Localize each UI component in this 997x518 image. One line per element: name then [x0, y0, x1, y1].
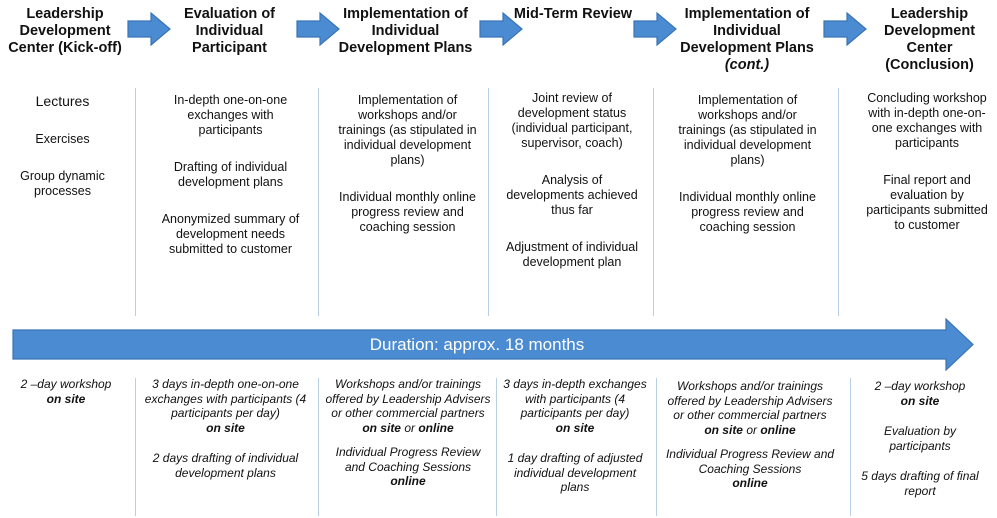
- format-implementation: Workshops and/or trainings offered by Le…: [324, 377, 492, 489]
- format-location: on site: [704, 422, 743, 437]
- activity-item: Exercises: [35, 132, 90, 146]
- step-arrow-2: [296, 12, 340, 46]
- format-text: 2 –day workshop: [20, 377, 112, 391]
- stage-title-main: Implementation of Individual Development…: [680, 6, 814, 56]
- activity-item: Analysis of developments achieved thus f…: [506, 173, 638, 217]
- format-text: Evaluation by participants: [883, 424, 957, 453]
- step-arrow-4: [633, 12, 677, 46]
- format-evaluation: 3 days in-depth one-on-one exchanges wit…: [143, 377, 308, 480]
- format-midterm: 3 days in-depth exchanges with participa…: [500, 377, 650, 495]
- format-text: 5 days drafting of final report: [861, 469, 979, 498]
- format-text: Individual Progress Review and Coaching …: [335, 445, 481, 474]
- stage-title-midterm: Mid-Term Review: [513, 6, 633, 22]
- format-text: 3 days in-depth exchanges with participa…: [503, 377, 647, 420]
- duration-label: Duration: approx. 18 months: [369, 335, 585, 354]
- activity-item: In-depth one-on-one exchanges with parti…: [173, 93, 288, 137]
- activities-evaluation: In-depth one-on-one exchanges with parti…: [158, 93, 303, 257]
- duration-arrow: [12, 318, 974, 371]
- divider-bottom-5: [850, 378, 851, 516]
- step-arrow-5: [823, 12, 867, 46]
- step-arrow-1: [127, 12, 171, 46]
- format-location: on site: [362, 420, 401, 435]
- activity-item: Group dynamic processes: [20, 169, 105, 198]
- activities-conclusion: Concluding workshop with in-depth one-on…: [860, 91, 994, 233]
- format-text: 3 days in-depth one-on-one exchanges wit…: [144, 377, 307, 420]
- format-text: 1 day drafting of adjusted individual de…: [507, 451, 643, 494]
- format-kickoff: 2 –day workshop on site: [5, 377, 127, 406]
- stage-title-evaluation: Evaluation of Individual Participant: [183, 6, 276, 56]
- divider-bottom-2: [318, 378, 319, 516]
- divider-bottom-3: [496, 378, 497, 516]
- step-arrow-3: [479, 12, 523, 46]
- activity-item: Adjustment of individual development pla…: [505, 240, 639, 269]
- stage-title-implementation-cont: Implementation of Individual Development…: [672, 6, 822, 74]
- format-location: online: [732, 476, 768, 490]
- activities-implementation-cont: Implementation of workshops and/or train…: [675, 93, 820, 235]
- format-text: Workshops and/or trainings offered by Le…: [667, 379, 833, 422]
- activity-item: Implementation of workshops and/or train…: [678, 93, 817, 167]
- format-text: 2 –day workshop: [874, 379, 966, 393]
- divider-top-2: [318, 88, 319, 316]
- format-implementation-cont: Workshops and/or trainings offered by Le…: [662, 379, 838, 491]
- activities-kickoff: Lectures Exercises Group dynamic process…: [5, 93, 120, 199]
- stage-title-implementation: Implementation of Individual Development…: [338, 6, 473, 56]
- format-location: on site: [46, 391, 86, 406]
- format-text: 2 days drafting of individual developmen…: [152, 451, 299, 480]
- activity-item: Concluding workshop with in-depth one-on…: [867, 91, 987, 150]
- activities-implementation: Implementation of workshops and/or train…: [335, 93, 480, 235]
- format-location: on site: [555, 420, 595, 435]
- stage-title-conclusion: Leadership Development Center (Conclusio…: [883, 6, 976, 73]
- format-text: Workshops and/or trainings offered by Le…: [325, 377, 491, 420]
- activity-item: Individual monthly online progress revie…: [679, 190, 816, 234]
- format-location: on site: [206, 420, 245, 435]
- activity-item: Lectures: [35, 93, 90, 109]
- format-location: online: [760, 422, 796, 437]
- format-conclusion: 2 –day workshop on site Evaluation by pa…: [856, 379, 984, 498]
- stage-title-cont: (cont.): [724, 57, 770, 73]
- divider-top-3: [488, 88, 489, 316]
- divider-bottom-4: [656, 378, 657, 516]
- activities-midterm: Joint review of development status (indi…: [502, 91, 642, 270]
- divider-top-4: [653, 88, 654, 316]
- divider-top-1: [135, 88, 136, 316]
- activity-item: Implementation of workshops and/or train…: [338, 93, 477, 167]
- stage-title-kickoff: Leadership Development Center (Kick-off): [8, 6, 122, 56]
- activity-item: Joint review of development status (indi…: [511, 91, 633, 150]
- divider-top-5: [838, 88, 839, 316]
- format-location: online: [418, 420, 454, 435]
- activity-item: Anonymized summary of development needs …: [161, 212, 300, 256]
- format-or: or: [404, 420, 415, 435]
- divider-bottom-1: [135, 378, 136, 516]
- activity-item: Final report and evaluation by participa…: [866, 173, 988, 232]
- activity-item: Individual monthly online progress revie…: [339, 190, 476, 234]
- format-text: Individual Progress Review and Coaching …: [665, 447, 835, 476]
- activity-item: Drafting of individual development plans: [173, 160, 288, 189]
- format-location: online: [390, 474, 426, 488]
- format-location: on site: [900, 393, 940, 408]
- format-or: or: [746, 422, 757, 437]
